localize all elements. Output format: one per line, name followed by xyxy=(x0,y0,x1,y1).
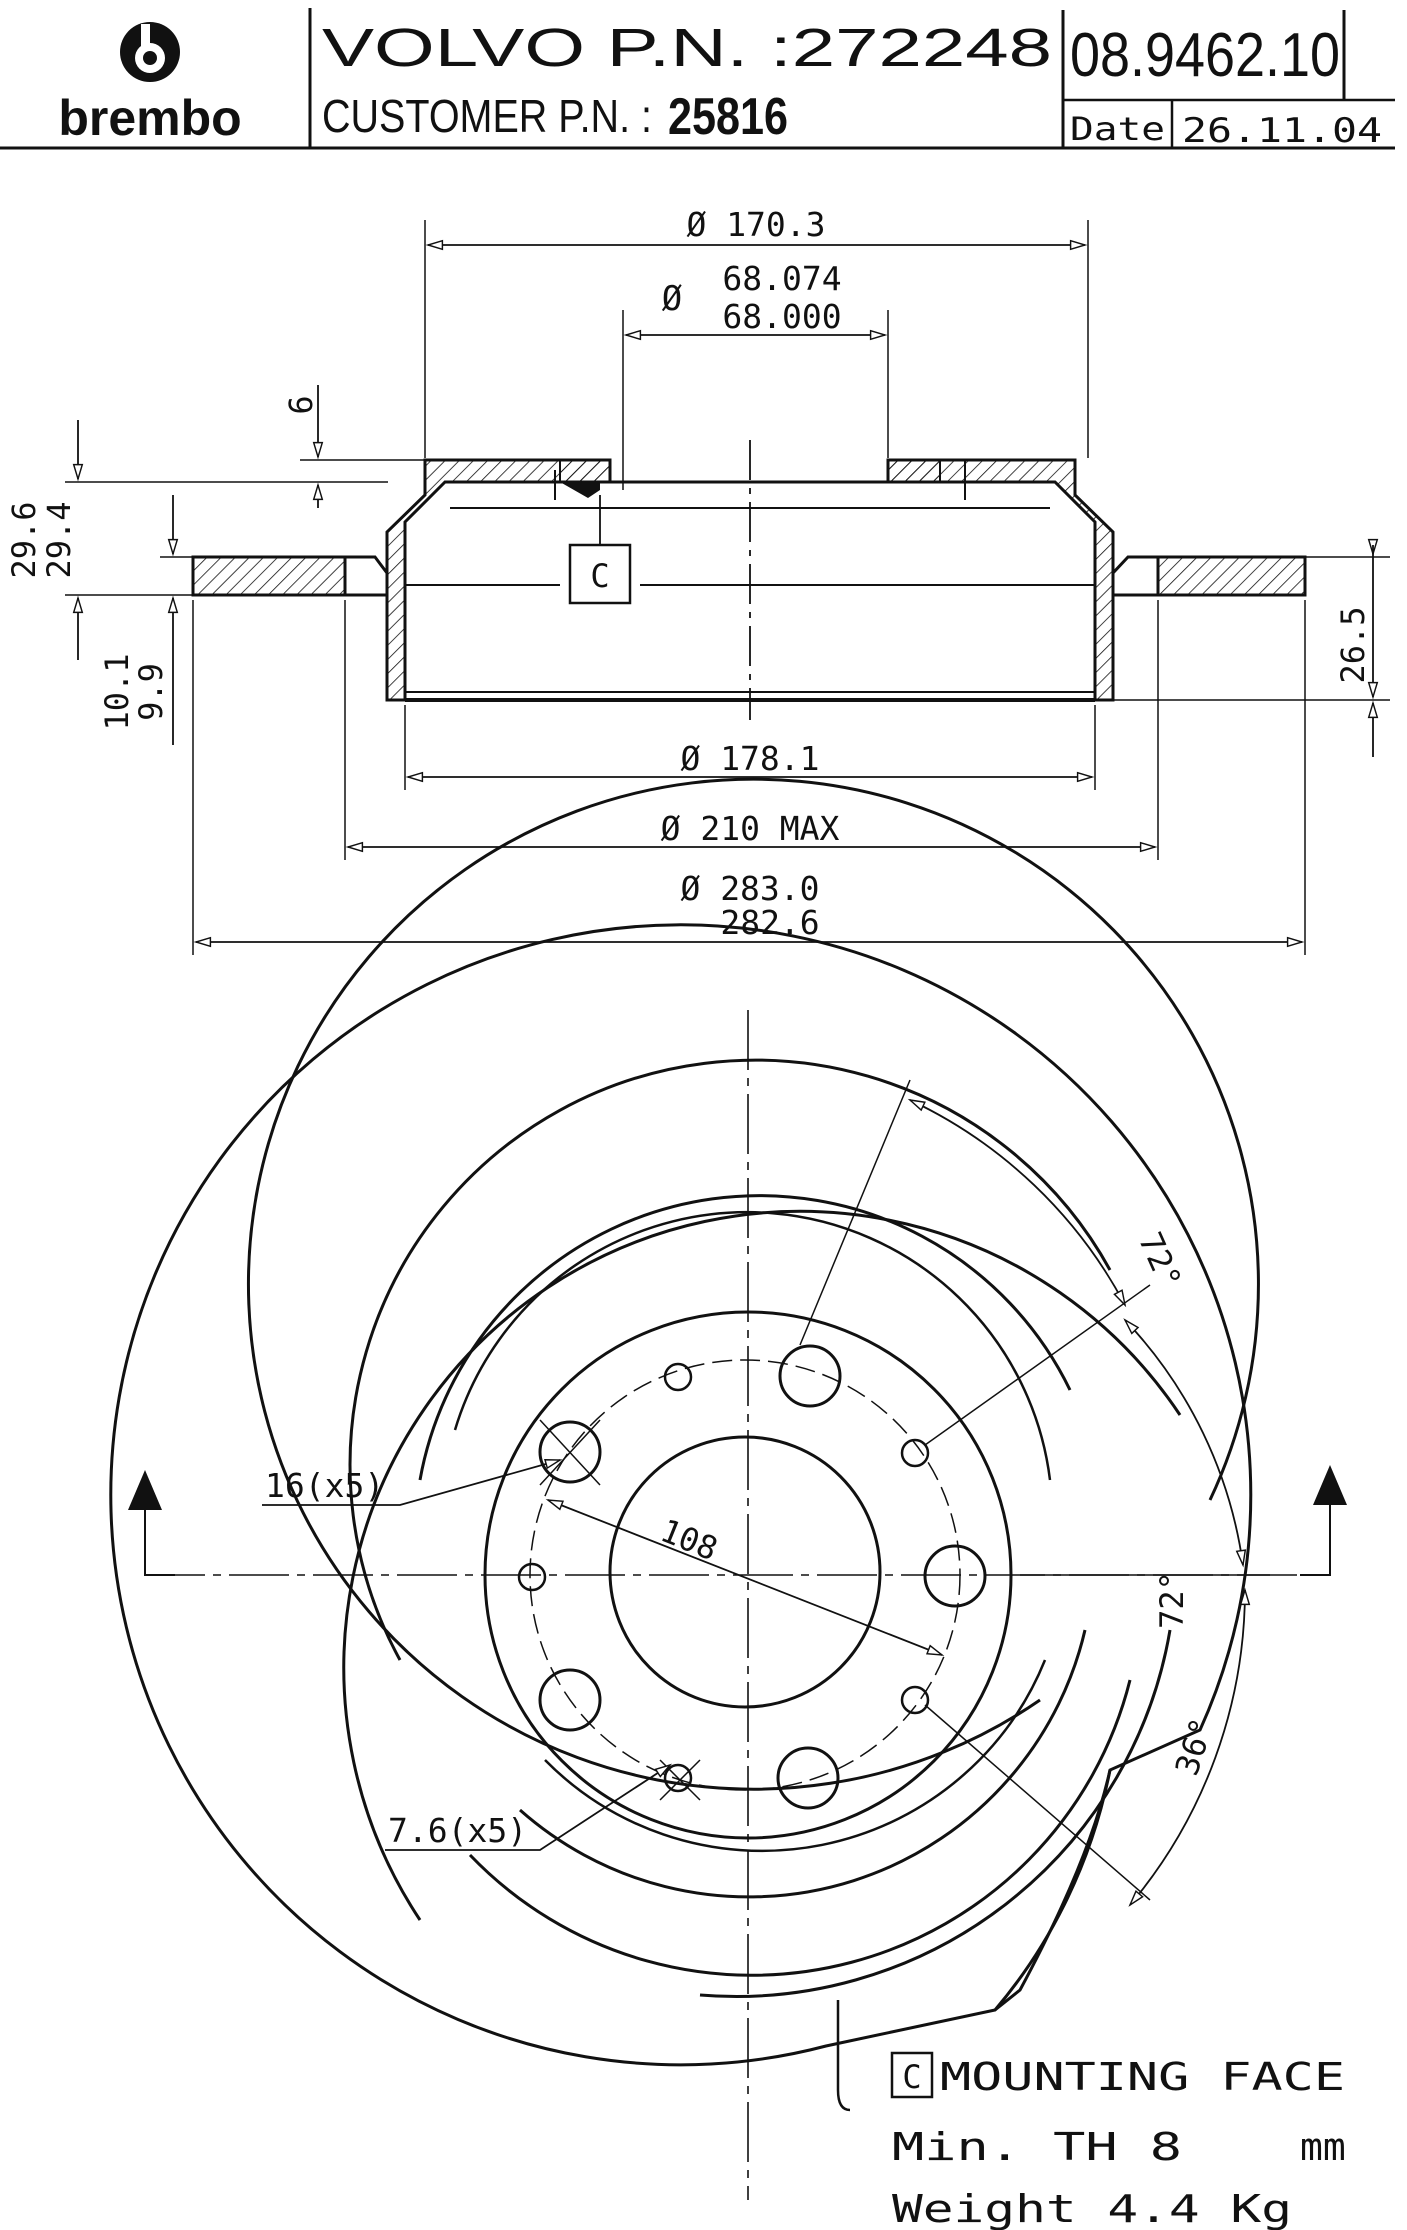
customer-part-label: CUSTOMER P.N. : xyxy=(322,90,652,142)
section-right-ring xyxy=(1156,555,1307,597)
note-datum-label: C xyxy=(902,2058,921,2096)
notes-block: C MOUNTING FACE Min. TH 8 mm Weight 4.4 … xyxy=(890,2051,1346,2230)
dim-drum-depth: 26.5 xyxy=(1334,606,1372,683)
dim-height-min: 29.4 xyxy=(40,501,78,578)
dim-drum-inner: Ø 178.1 xyxy=(680,739,819,778)
dim-offset-max: 10.1 xyxy=(98,653,136,730)
face-view: 16(x5) 7.6(x5) 108 72° 72° 36° xyxy=(109,777,1347,2200)
dim-bore-max: 68.074 xyxy=(722,259,841,298)
oem-part-number: VOLVO P.N. :272248 xyxy=(322,18,1052,78)
angle-mid: 72° xyxy=(1153,1571,1191,1629)
disc-outline xyxy=(109,923,1253,2067)
angle-bottom: 36° xyxy=(1168,1713,1222,1780)
dim-outer-max: Ø 283.0 xyxy=(680,869,819,908)
angle-top: 72° xyxy=(1131,1226,1189,1294)
note-mounting-face: MOUNTING FACE xyxy=(940,2055,1345,2099)
datum-c-label: C xyxy=(590,557,609,595)
small-holes xyxy=(517,1362,930,1793)
section-left-ring xyxy=(191,555,347,597)
brembo-logo: brembo xyxy=(58,22,242,146)
dim-pcd: 108 xyxy=(655,1511,723,1568)
dim-height-max: 29.6 xyxy=(5,501,43,578)
note-min-thickness: Min. TH 8 xyxy=(892,2125,1182,2169)
dim-hat-thickness: 6 xyxy=(282,395,320,414)
note-weight: Weight 4.4 Kg xyxy=(892,2187,1292,2230)
dim-bore-min: 68.000 xyxy=(722,297,841,336)
note-min-thickness-unit: mm xyxy=(1300,2125,1346,2169)
dim-outer-top: Ø 170.3 xyxy=(686,205,825,244)
dim-outer-min: 282.6 xyxy=(720,903,819,942)
date-label: Date xyxy=(1070,110,1165,148)
dim-small-hole: 7.6(x5) xyxy=(388,1811,527,1850)
section-right-hat xyxy=(886,458,1115,702)
dim-bolt-hole: 16(x5) xyxy=(265,1466,384,1505)
date-value: 26.11.04 xyxy=(1182,111,1382,151)
section-view: C Ø 170.3 Ø 68.074 68.000 Ø 1 xyxy=(5,205,1390,955)
dim-bore-symbol: Ø xyxy=(662,279,682,319)
dim-offset-min: 9.9 xyxy=(132,663,170,721)
bolt-holes xyxy=(538,1344,987,1810)
title-block: brembo VOLVO P.N. :272248 CUSTOMER P.N. … xyxy=(0,8,1395,151)
drawing-number: 08.9462.10 xyxy=(1070,21,1340,90)
dim-hat-max: Ø 210 MAX xyxy=(661,809,840,848)
centre-bore xyxy=(608,1435,882,1709)
brand-wordmark: brembo xyxy=(58,90,241,146)
customer-part-value: 25816 xyxy=(668,88,788,146)
